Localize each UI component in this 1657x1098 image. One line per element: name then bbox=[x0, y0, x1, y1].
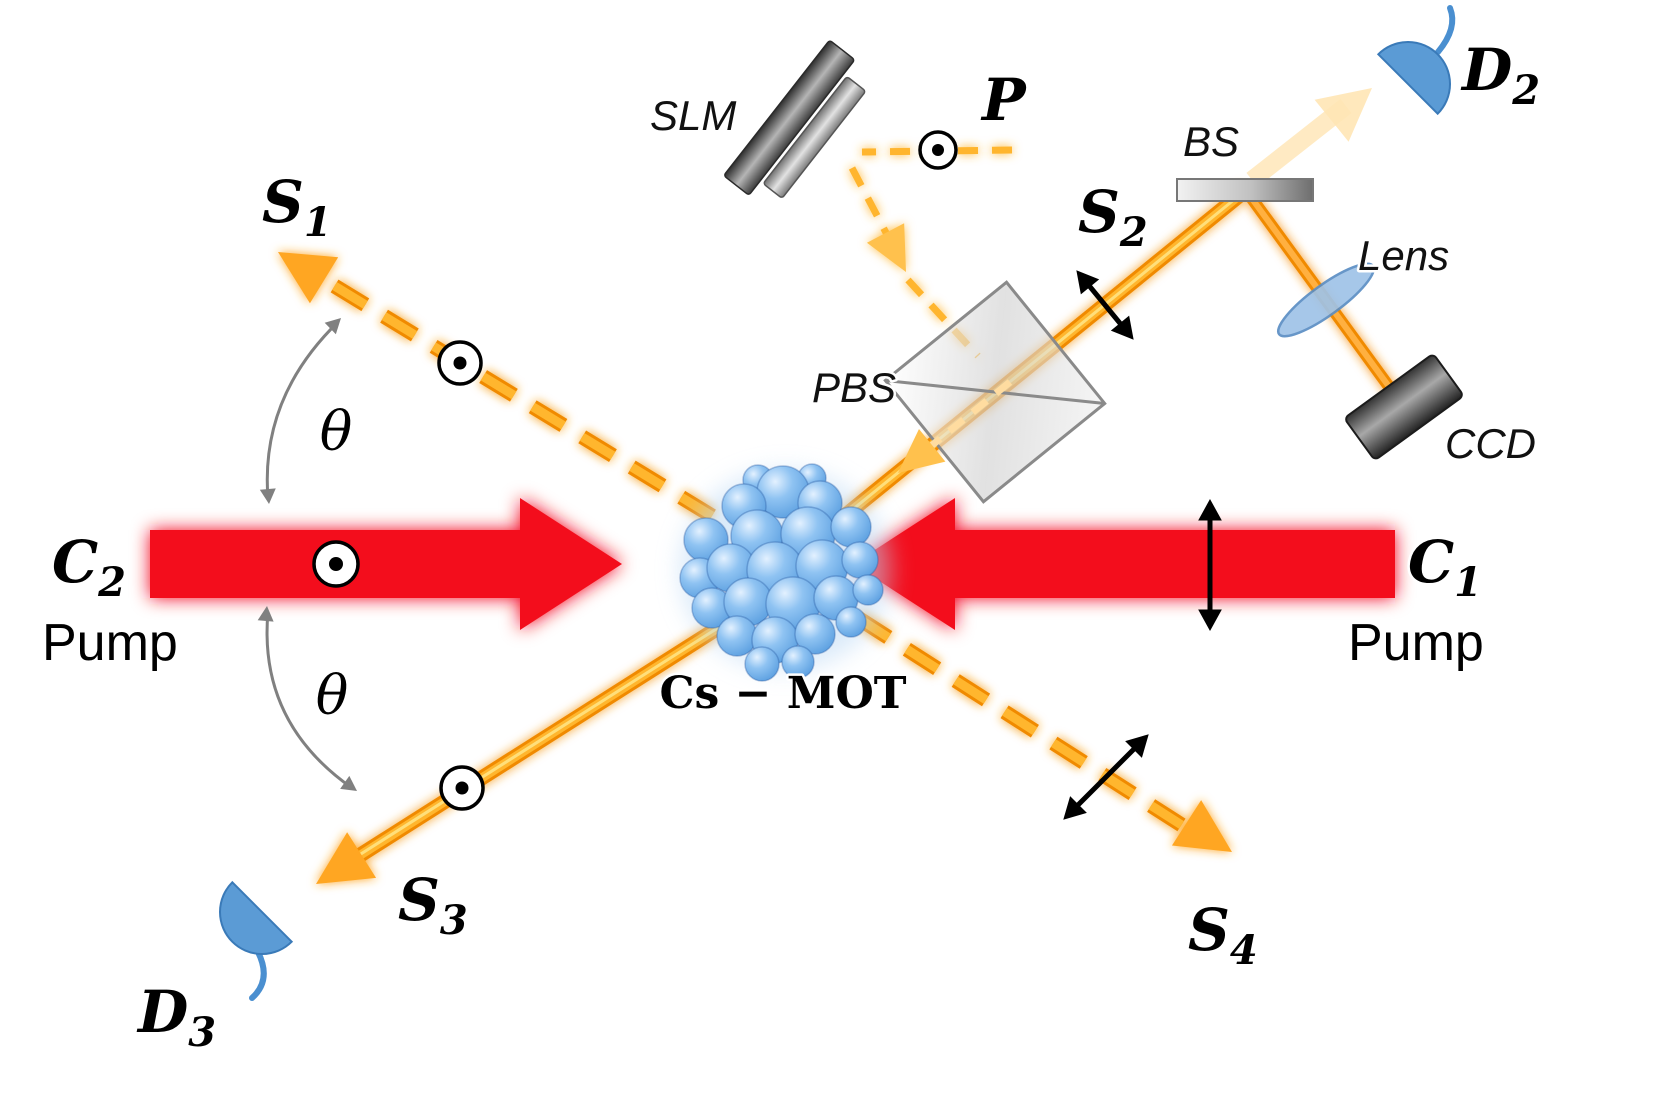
beam-s1-core bbox=[302, 264, 715, 520]
doublearrow-polarization-icon bbox=[1198, 498, 1222, 632]
beam-s4 bbox=[853, 611, 1232, 852]
atom-sphere bbox=[744, 646, 780, 682]
atom-sphere bbox=[794, 613, 836, 655]
label-pump-left: Pump bbox=[42, 614, 178, 672]
beam-s3-hotcore bbox=[344, 598, 763, 866]
detector-d2 bbox=[1376, 5, 1456, 116]
label-pump-right: Pump bbox=[1348, 614, 1484, 672]
label-lens: Lens bbox=[1358, 232, 1449, 279]
beam-s1 bbox=[278, 252, 716, 523]
atom-sphere bbox=[781, 645, 815, 679]
pump-c2-beam bbox=[150, 498, 622, 630]
odot-polarization-icon bbox=[312, 540, 360, 588]
beam-s3 bbox=[316, 593, 767, 884]
lens-body bbox=[1277, 262, 1375, 338]
detector-d2-wire bbox=[1435, 5, 1456, 55]
lens bbox=[1277, 262, 1375, 338]
theta-upper-arc-arrowhead bbox=[259, 488, 276, 504]
atom-sphere bbox=[835, 606, 867, 638]
odot-polarization-icon bbox=[437, 340, 483, 386]
slm-back-plate bbox=[724, 40, 855, 195]
atom-sphere bbox=[852, 574, 884, 606]
label-d2: D2 bbox=[1460, 36, 1540, 114]
label-p: P bbox=[980, 66, 1027, 134]
slm-front-plate bbox=[763, 76, 866, 198]
detector-d2-dome bbox=[1376, 41, 1451, 116]
beam-d2-arrowhead bbox=[1314, 88, 1372, 142]
label-ccd: CCD bbox=[1445, 420, 1536, 467]
theta-lower-arc-arrowhead bbox=[257, 606, 274, 622]
label-c2: C2 bbox=[52, 528, 126, 606]
ccd-body bbox=[1345, 354, 1463, 460]
pump-c1-arrow bbox=[853, 498, 1395, 630]
theta-lower-arc-arrowhead bbox=[340, 775, 357, 791]
odot-polarization-icon bbox=[918, 130, 958, 170]
doublearrow-polarization-icon bbox=[1063, 734, 1149, 820]
label-c1: C1 bbox=[1408, 528, 1482, 606]
beam-p-arrowhead bbox=[866, 223, 906, 272]
doublearrow-polarization-icon bbox=[1076, 270, 1134, 340]
pump-c1-beam bbox=[853, 498, 1395, 630]
atom-sphere bbox=[716, 615, 758, 657]
beam-p-exit bbox=[898, 379, 1013, 473]
polarization-odot-symbols bbox=[312, 130, 958, 811]
theta-upper-arc-arrowhead bbox=[324, 318, 341, 335]
detector-d3 bbox=[219, 880, 294, 1001]
label-bs: BS bbox=[1183, 118, 1239, 165]
label-s3: S3 bbox=[398, 866, 468, 944]
bs-body bbox=[1176, 178, 1314, 202]
slm-device bbox=[724, 40, 866, 198]
angle-arcs bbox=[257, 318, 357, 791]
detector-d3-wire bbox=[249, 949, 267, 1001]
beam-p-exit-arrowhead bbox=[898, 428, 946, 473]
label-s2: S2 bbox=[1078, 178, 1148, 256]
labels: S1 S2 S3 S4 C2 Pump C1 Pump D2 D3 P SLM … bbox=[40, 34, 1543, 1059]
label-s4: S4 bbox=[1188, 896, 1258, 974]
beam-s1-arrowhead bbox=[278, 252, 339, 304]
label-cs-mot: Cs − MOT bbox=[659, 668, 906, 719]
label-s1: S1 bbox=[262, 168, 332, 246]
pump-c2-arrow bbox=[150, 498, 622, 630]
atom-sphere bbox=[830, 506, 872, 548]
beam-s4-arrowhead bbox=[1171, 800, 1232, 852]
theta-lower-arc bbox=[265, 611, 353, 790]
label-slm: SLM bbox=[650, 92, 736, 139]
label-d3: D3 bbox=[136, 978, 216, 1056]
label-pbs: PBS bbox=[812, 364, 896, 411]
polarization-doublearrow-symbols bbox=[1063, 270, 1222, 820]
theta-upper-arc bbox=[265, 320, 340, 499]
odot-polarization-icon bbox=[439, 765, 485, 811]
cs-mot-atom-cloud bbox=[679, 463, 890, 682]
label-theta-upper: θ bbox=[320, 400, 353, 463]
beam-s4-core bbox=[855, 614, 1208, 844]
beam-bs-to-d2 bbox=[1246, 88, 1372, 188]
bs-plate bbox=[1176, 178, 1314, 202]
label-theta-lower: θ bbox=[316, 664, 349, 727]
atom-sphere bbox=[841, 541, 879, 579]
detector-d3-dome bbox=[219, 880, 294, 955]
ccd-camera bbox=[1345, 354, 1463, 460]
beam-s3-arrowhead bbox=[316, 832, 377, 884]
